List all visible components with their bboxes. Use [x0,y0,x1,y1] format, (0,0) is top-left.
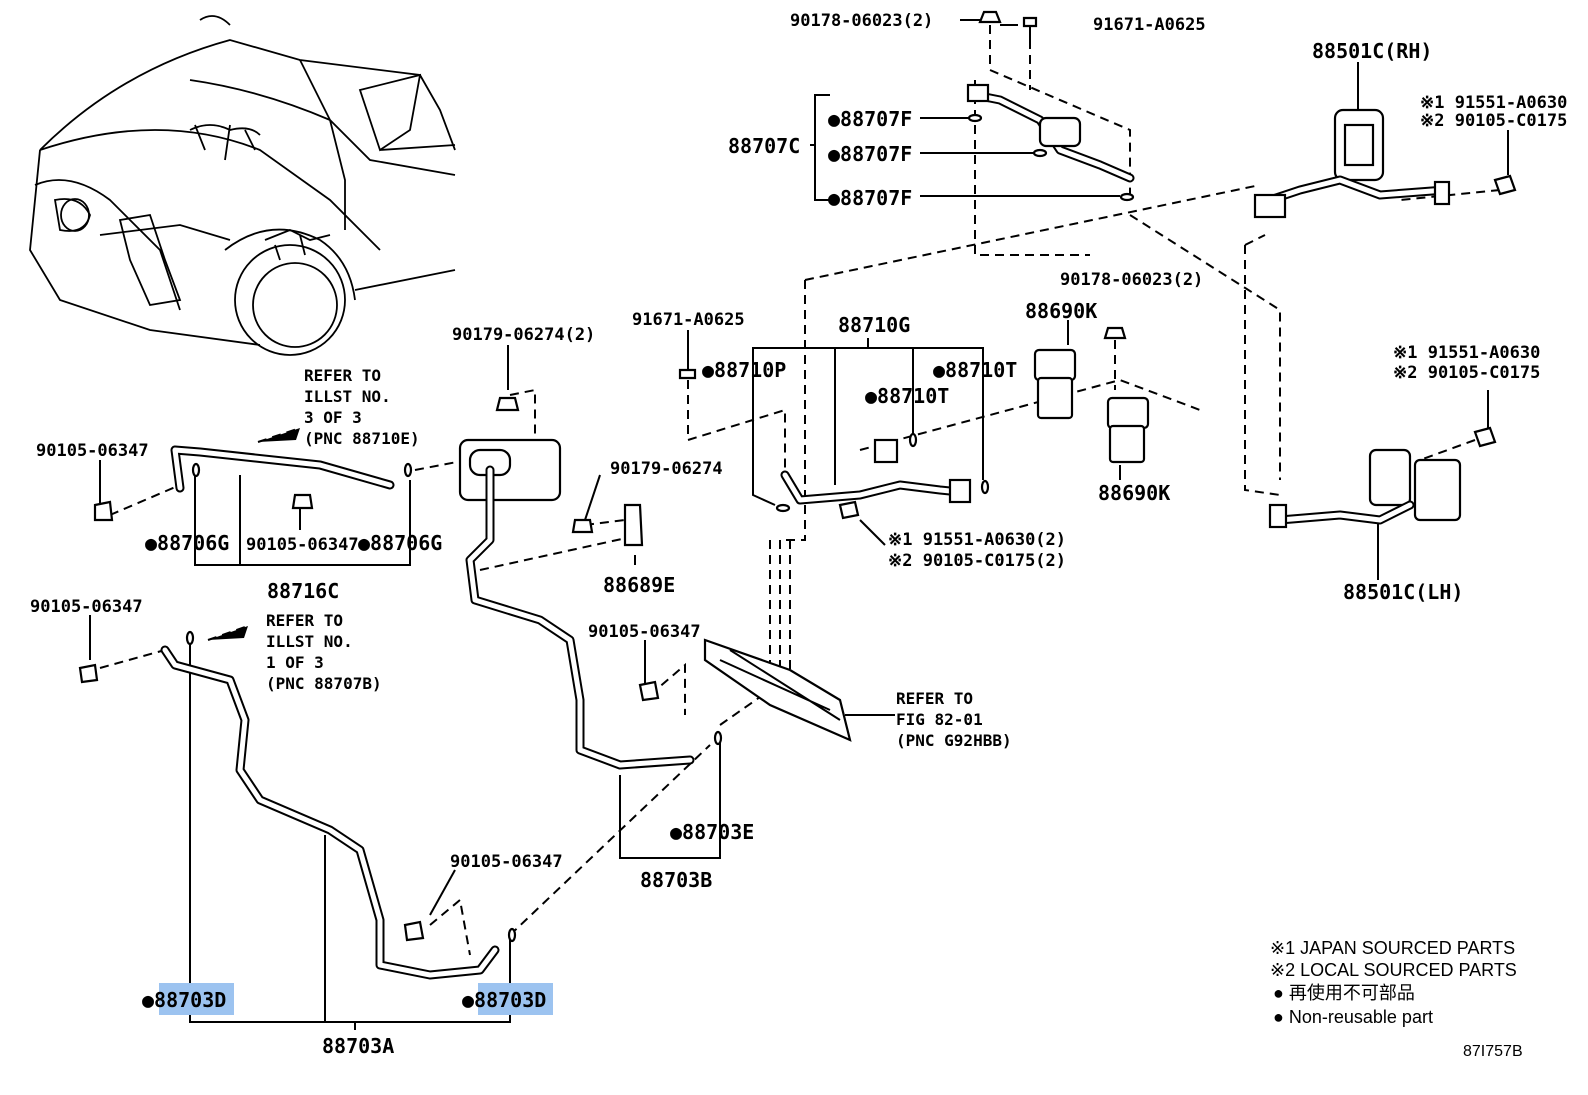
label-88706g-1[interactable]: ●88706G [145,531,229,555]
legend-local-sourced: ※2 LOCAL SOURCED PARTS [1270,960,1517,980]
label-90105-a[interactable]: 90105-06347 [36,441,149,461]
note-center-japan: ※1 91551-A0630(2) [888,530,1066,550]
label-88706g-2[interactable]: ●88706G [358,531,442,555]
label-90105-c[interactable]: 90105-06347 [30,597,143,617]
label-88703a[interactable]: 88703A [322,1034,394,1058]
label-90105-d[interactable]: 90105-06347 [588,622,701,642]
label-90105-e[interactable]: 90105-06347 [450,852,563,872]
label-88690k-bottom[interactable]: 88690K [1098,481,1170,505]
refer-3-line-1: REFER TO [896,689,973,708]
legend: ※1 JAPAN SOURCED PARTS ※2 LOCAL SOURCED … [1270,938,1523,1060]
note-center-local: ※2 90105-C0175(2) [888,551,1066,571]
highlight-88703d-right [478,983,553,1015]
label-88703b[interactable]: 88703B [640,868,712,892]
refer-1-line-3: 3 OF 3 [304,408,362,427]
label-88703e[interactable]: ●88703E [670,820,754,844]
note-lh-local: ※2 90105-C0175 [1393,363,1540,383]
label-88501c-lh[interactable]: 88501C(LH) [1343,580,1463,604]
label-88703d-1[interactable]: ●88703D [142,988,226,1012]
label-91671-top[interactable]: 91671-A0625 [1093,15,1206,35]
label-91671-mid[interactable]: 91671-A0625 [632,310,745,330]
refer-2-line-4: (PNC 88707B) [266,674,382,693]
label-90105-b[interactable]: 90105-06347 [246,535,359,555]
label-88707f-2[interactable]: ●88707F [828,142,912,166]
label-88710g[interactable]: 88710G [838,313,910,337]
note-lh-japan: ※1 91551-A0630 [1393,343,1540,363]
label-88707f-3[interactable]: ●88707F [828,186,912,210]
refer-2-line-3: 1 OF 3 [266,653,324,672]
part-labels: 90178-06023(2) 91671-A0625 88501C(RH) ※1… [30,11,1567,1058]
note-rh-japan: ※1 91551-A0630 [1420,93,1567,113]
label-88689e[interactable]: 88689E [603,573,675,597]
refer-3-line-3: (PNC G92HBB) [896,731,1012,750]
vehicle-illustration [29,15,456,356]
label-88710t-2[interactable]: ●88710T [865,384,949,408]
highlight-88703d-left [159,983,234,1015]
figure-code: 87I757B [1463,1043,1523,1060]
label-88501c-rh[interactable]: 88501C(RH) [1312,39,1432,63]
label-88710t-1[interactable]: ●88710T [933,358,1017,382]
refer-1-line-1: REFER TO [304,366,381,385]
refer-1-line-4: (PNC 88710E) [304,429,420,448]
label-90179-2[interactable]: 90179-06274(2) [452,325,595,345]
label-88690k-top[interactable]: 88690K [1025,299,1097,323]
refer-2-line-2: ILLST NO. [266,632,353,651]
label-88710p[interactable]: ●88710P [702,358,786,382]
note-rh-local: ※2 90105-C0175 [1420,111,1567,131]
label-88716c[interactable]: 88716C [267,579,339,603]
label-90178-top[interactable]: 90178-06023(2) [790,11,933,31]
label-88707c[interactable]: 88707C [728,134,800,158]
refer-1-line-2: ILLST NO. [304,387,391,406]
connection-lines [89,19,1509,1030]
label-90178-mid[interactable]: 90178-06023(2) [1060,270,1203,290]
label-90179-1[interactable]: 90179-06274 [610,459,723,479]
legend-japan-sourced: ※1 JAPAN SOURCED PARTS [1270,938,1515,958]
legend-non-reusable-jp: ● 再使用不可部品 [1273,983,1415,1003]
refer-2-line-1: REFER TO [266,611,343,630]
refer-3-line-2: FIG 82-01 [896,710,983,729]
label-88707f-1[interactable]: ●88707F [828,107,912,131]
parts-artwork [78,10,1517,980]
label-88703d-2[interactable]: ●88703D [462,988,546,1012]
legend-non-reusable-en: ● Non-reusable part [1273,1007,1433,1027]
